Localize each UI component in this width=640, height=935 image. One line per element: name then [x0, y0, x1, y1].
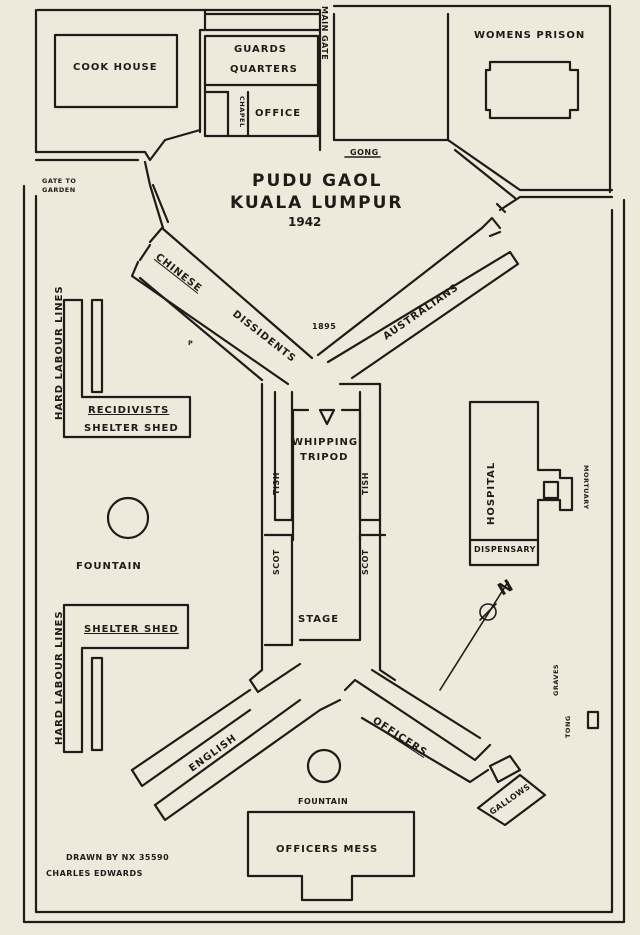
label-cook-house: COOK HOUSE: [73, 62, 158, 73]
graves-marker: [586, 710, 600, 730]
wing-officers: [343, 668, 492, 784]
label-tong: TONG: [564, 715, 572, 738]
fountain-circle-bottom: [306, 748, 342, 784]
hard-labour-lines-top: [62, 298, 192, 439]
wing-australians: [316, 216, 520, 386]
label-chapel: CHAPEL: [238, 96, 246, 128]
credit-line-1: DRAWN BY NX 35590: [66, 853, 169, 862]
label-mortuary: MORTUARY: [582, 465, 590, 510]
label-office: OFFICE: [255, 108, 301, 119]
label-dispensary: DISPENSARY: [474, 545, 536, 554]
inner-walls: [34, 12, 614, 230]
label-gong: GONG: [350, 148, 379, 157]
label-shelter-shed-2: SHELTER SHED: [84, 624, 179, 635]
label-shelter-shed-1: SHELTER SHED: [84, 423, 179, 434]
label-year-1895: 1895: [312, 322, 336, 331]
label-stage: STAGE: [298, 614, 339, 625]
label-tripod: TRIPOD: [300, 452, 348, 463]
north-arrow: [439, 581, 509, 691]
map-title-year: 1942: [288, 215, 321, 229]
label-fountain-left: FOUNTAIN: [76, 561, 142, 572]
label-recidivists: RECIDIVISTS: [88, 405, 169, 416]
credit-line-2: CHARLES EDWARDS: [46, 869, 143, 878]
fountain-circle-left: [106, 496, 150, 540]
label-scot-left: SCOT: [272, 549, 281, 575]
label-graves: GRAVES: [552, 664, 560, 696]
officers-mess: [246, 810, 416, 902]
label-guards: GUARDS: [234, 44, 287, 55]
label-quarters: QUARTERS: [230, 64, 298, 75]
label-hard-labour-lines-bottom: HARD LABOUR LINES: [54, 610, 65, 745]
label-officers-mess: OFFICERS MESS: [276, 844, 378, 855]
label-womens-prison: WOMENS PRISON: [474, 30, 585, 41]
central-corridor: [248, 382, 397, 694]
label-gate-to: GATE TO: [42, 177, 76, 185]
hard-labour-lines-bottom: [62, 603, 190, 754]
label-fountain-bottom: FOUNTAIN: [298, 797, 348, 806]
hospital-building: [468, 400, 574, 567]
outer-walls: [22, 4, 626, 924]
cook-house: [53, 33, 179, 109]
label-tish-right: TISH: [361, 472, 370, 495]
label-english: ENGLISH: [187, 733, 239, 775]
label-hospital: HOSPITAL: [486, 462, 497, 525]
label-p-mark: P: [188, 339, 193, 347]
wing-english: [130, 688, 342, 822]
label-scot-right: SCOT: [361, 549, 370, 575]
gallows: [476, 754, 547, 827]
womens-prison-building: [484, 60, 580, 120]
label-whipping: WHIPPING: [292, 437, 358, 448]
guards-block: [203, 34, 320, 138]
map-title-line2: KUALA LUMPUR: [230, 193, 404, 213]
label-officers-wing: OFFICERS: [370, 715, 429, 759]
label-main-gate: MAIN GATE: [320, 6, 329, 60]
label-tish-left: TISH: [272, 472, 281, 495]
label-gallows: GALLOWS: [488, 782, 532, 817]
wing-chinese-dissidents: [130, 226, 314, 386]
label-hard-labour-lines-top: HARD LABOUR LINES: [54, 285, 65, 420]
label-garden: GARDEN: [42, 186, 76, 194]
map-title-line1: PUDU GAOL: [252, 171, 383, 191]
